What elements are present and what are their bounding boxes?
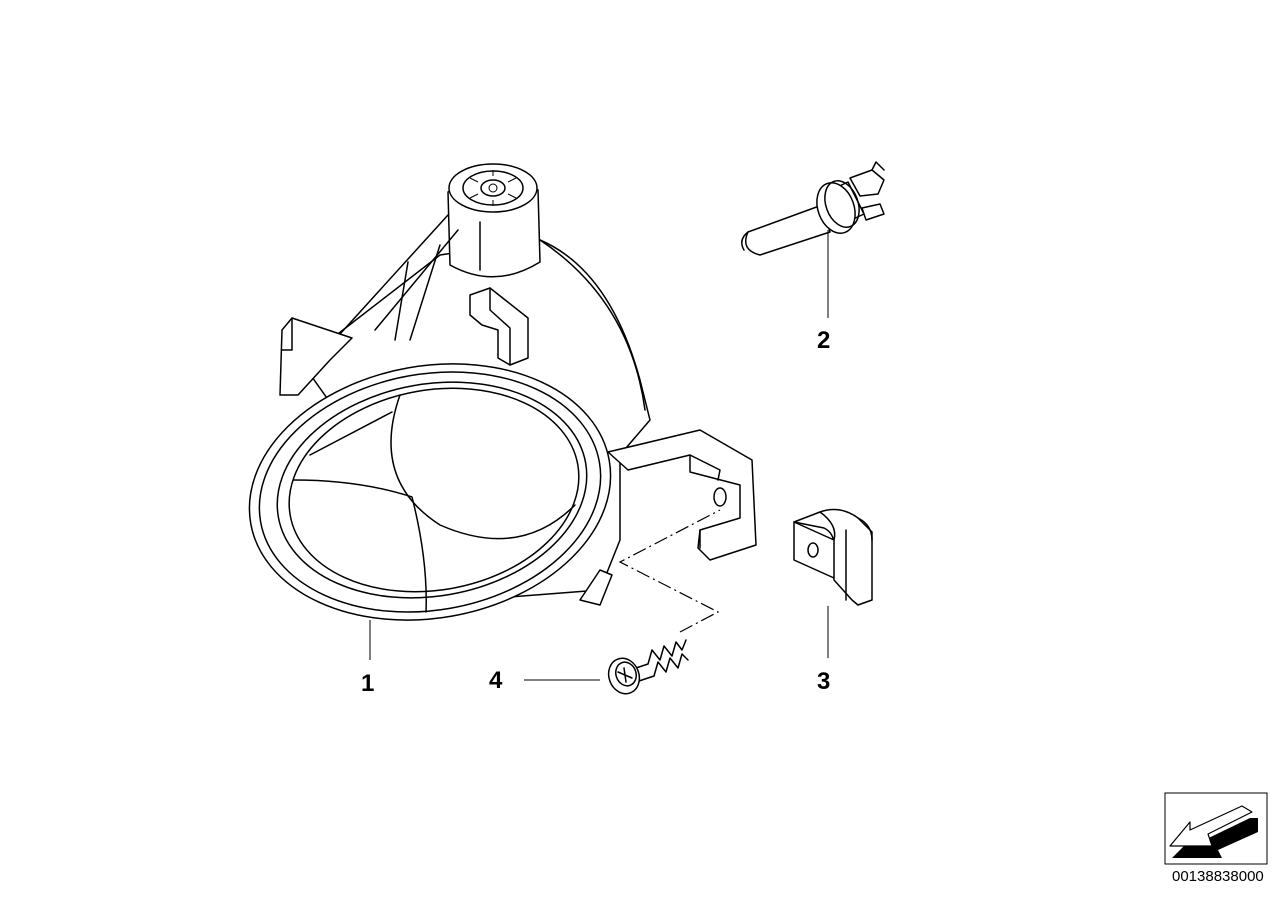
fog-light-housing [248,163,757,621]
callout-4: 4 [489,667,503,694]
arrow-left-down-icon[interactable] [1164,792,1268,865]
callout-2: 2 [817,327,831,354]
assembly-line [618,509,721,633]
callout-3: 3 [817,668,831,695]
callout-1: 1 [361,670,375,697]
diagram-id: 00138838000 [1172,868,1264,885]
bulb [741,161,885,256]
screw [607,639,689,695]
clip-nut [793,508,873,606]
